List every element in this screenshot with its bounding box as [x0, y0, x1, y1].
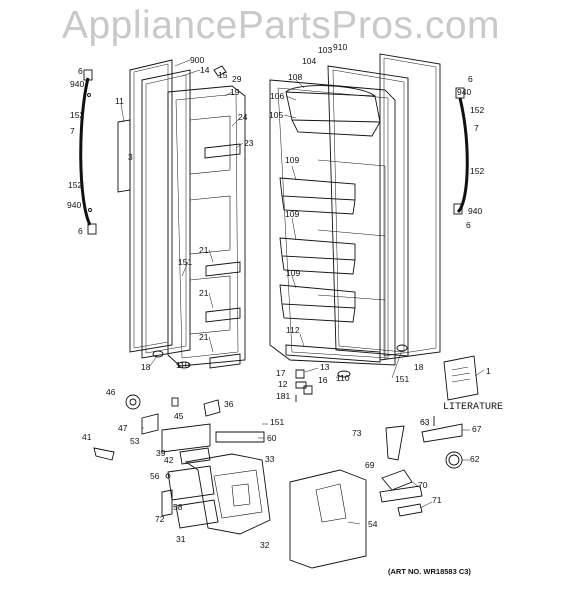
- dairy-compartment: [285, 85, 381, 137]
- callout: 12: [278, 379, 288, 389]
- callout: 46: [106, 387, 116, 397]
- callout: 16: [318, 375, 328, 385]
- freezer-door-handle: [79, 69, 97, 235]
- callout: 900: [190, 55, 204, 65]
- callout: 21: [199, 288, 209, 298]
- callout: 32: [260, 540, 270, 550]
- callout: 105: [269, 110, 283, 120]
- callout: 112: [286, 325, 300, 335]
- callout: 42: [164, 455, 174, 465]
- callout: 29: [232, 74, 242, 84]
- callout: 39: [156, 448, 166, 458]
- callout: 6: [466, 220, 471, 230]
- callout-labels: 6 940 152 11 7 3 152 940 6 900 14 15 29 …: [67, 42, 491, 550]
- callout: 6: [468, 74, 473, 84]
- fresh-food-door-liner: [269, 79, 396, 366]
- callout: 940: [70, 79, 84, 89]
- callout: 11: [115, 96, 124, 106]
- callout: 152: [70, 110, 84, 120]
- callout: 1: [486, 366, 491, 376]
- callout: 152: [470, 166, 484, 176]
- callout: 940: [457, 87, 471, 97]
- callout: 940: [468, 206, 482, 216]
- callout: 152: [470, 105, 484, 115]
- callout: 940: [67, 200, 81, 210]
- callout: 24: [238, 112, 248, 122]
- callout: 21: [199, 245, 209, 255]
- callout: 110: [336, 373, 350, 383]
- art-number: (ART NO. WR18583 C3): [388, 567, 471, 576]
- hinge-bracket: [117, 119, 131, 193]
- callout: 70: [418, 480, 428, 490]
- callout: 21: [199, 332, 209, 342]
- callout: 109: [285, 209, 299, 219]
- callout: 108: [288, 72, 302, 82]
- callout: 151: [395, 374, 409, 384]
- callout: 63: [420, 417, 430, 427]
- callout: 109: [286, 268, 300, 278]
- callout: 67: [472, 424, 482, 434]
- callout: 6: [78, 226, 83, 236]
- callout: 152: [68, 180, 82, 190]
- door-bins: [279, 177, 356, 323]
- literature-label: LITERATURE: [443, 402, 504, 413]
- callout: 910: [333, 42, 347, 52]
- callout: 104: [302, 56, 316, 66]
- callout: 110: [176, 360, 190, 370]
- callout: 14: [200, 65, 210, 75]
- callout: 18: [141, 362, 151, 372]
- callout: 31: [176, 534, 186, 544]
- watermark-text: AppliancePartsPros.com: [61, 4, 501, 47]
- fresh-food-door-outer-panel: [379, 53, 441, 361]
- freezer-door-gasket: [141, 69, 191, 359]
- callout: 56: [150, 471, 160, 481]
- callout: 45: [174, 411, 184, 421]
- misc-hardware: [152, 344, 408, 402]
- door-bottom-trim: [285, 344, 381, 363]
- callout: 15: [218, 70, 228, 80]
- callout: 47: [118, 423, 128, 433]
- callout: 6: [78, 66, 83, 76]
- callout: 106: [270, 91, 284, 101]
- callout: 3: [128, 152, 133, 162]
- callout: 151: [178, 257, 192, 267]
- callout: 41: [82, 432, 92, 442]
- cap-part: [213, 65, 227, 77]
- callout: 53: [130, 436, 140, 446]
- fresh-food-door-gasket: [327, 65, 409, 357]
- dispenser-parts: [93, 394, 463, 569]
- callout: 54: [368, 519, 378, 529]
- callout: 58: [173, 502, 183, 512]
- leader-lines: [120, 59, 485, 525]
- callout: 69: [365, 460, 375, 470]
- freezer-door-liner: [167, 85, 246, 367]
- callout: 71: [432, 495, 442, 505]
- callout: 73: [352, 428, 362, 438]
- callout: 60: [267, 433, 277, 443]
- callout: 109: [285, 155, 299, 165]
- fresh-food-door-handle: [453, 87, 469, 215]
- callout: 18: [414, 362, 424, 372]
- callout: 72: [155, 514, 165, 524]
- callout: 7: [70, 126, 75, 136]
- callout: 7: [474, 123, 479, 133]
- callout: 36: [224, 399, 234, 409]
- literature-booklet: [443, 355, 479, 401]
- callout: 23: [244, 138, 254, 148]
- callout: 151: [270, 417, 284, 427]
- callout: 13: [320, 362, 330, 372]
- callout: 103: [318, 45, 332, 55]
- freezer-door-shelves: [204, 143, 241, 369]
- callout: 181: [276, 391, 290, 401]
- callout: 17: [276, 368, 286, 378]
- callout: 62: [470, 454, 480, 464]
- callout: 19: [230, 87, 240, 97]
- freezer-door-outer-panel: [129, 59, 173, 353]
- callout: 33: [265, 454, 275, 464]
